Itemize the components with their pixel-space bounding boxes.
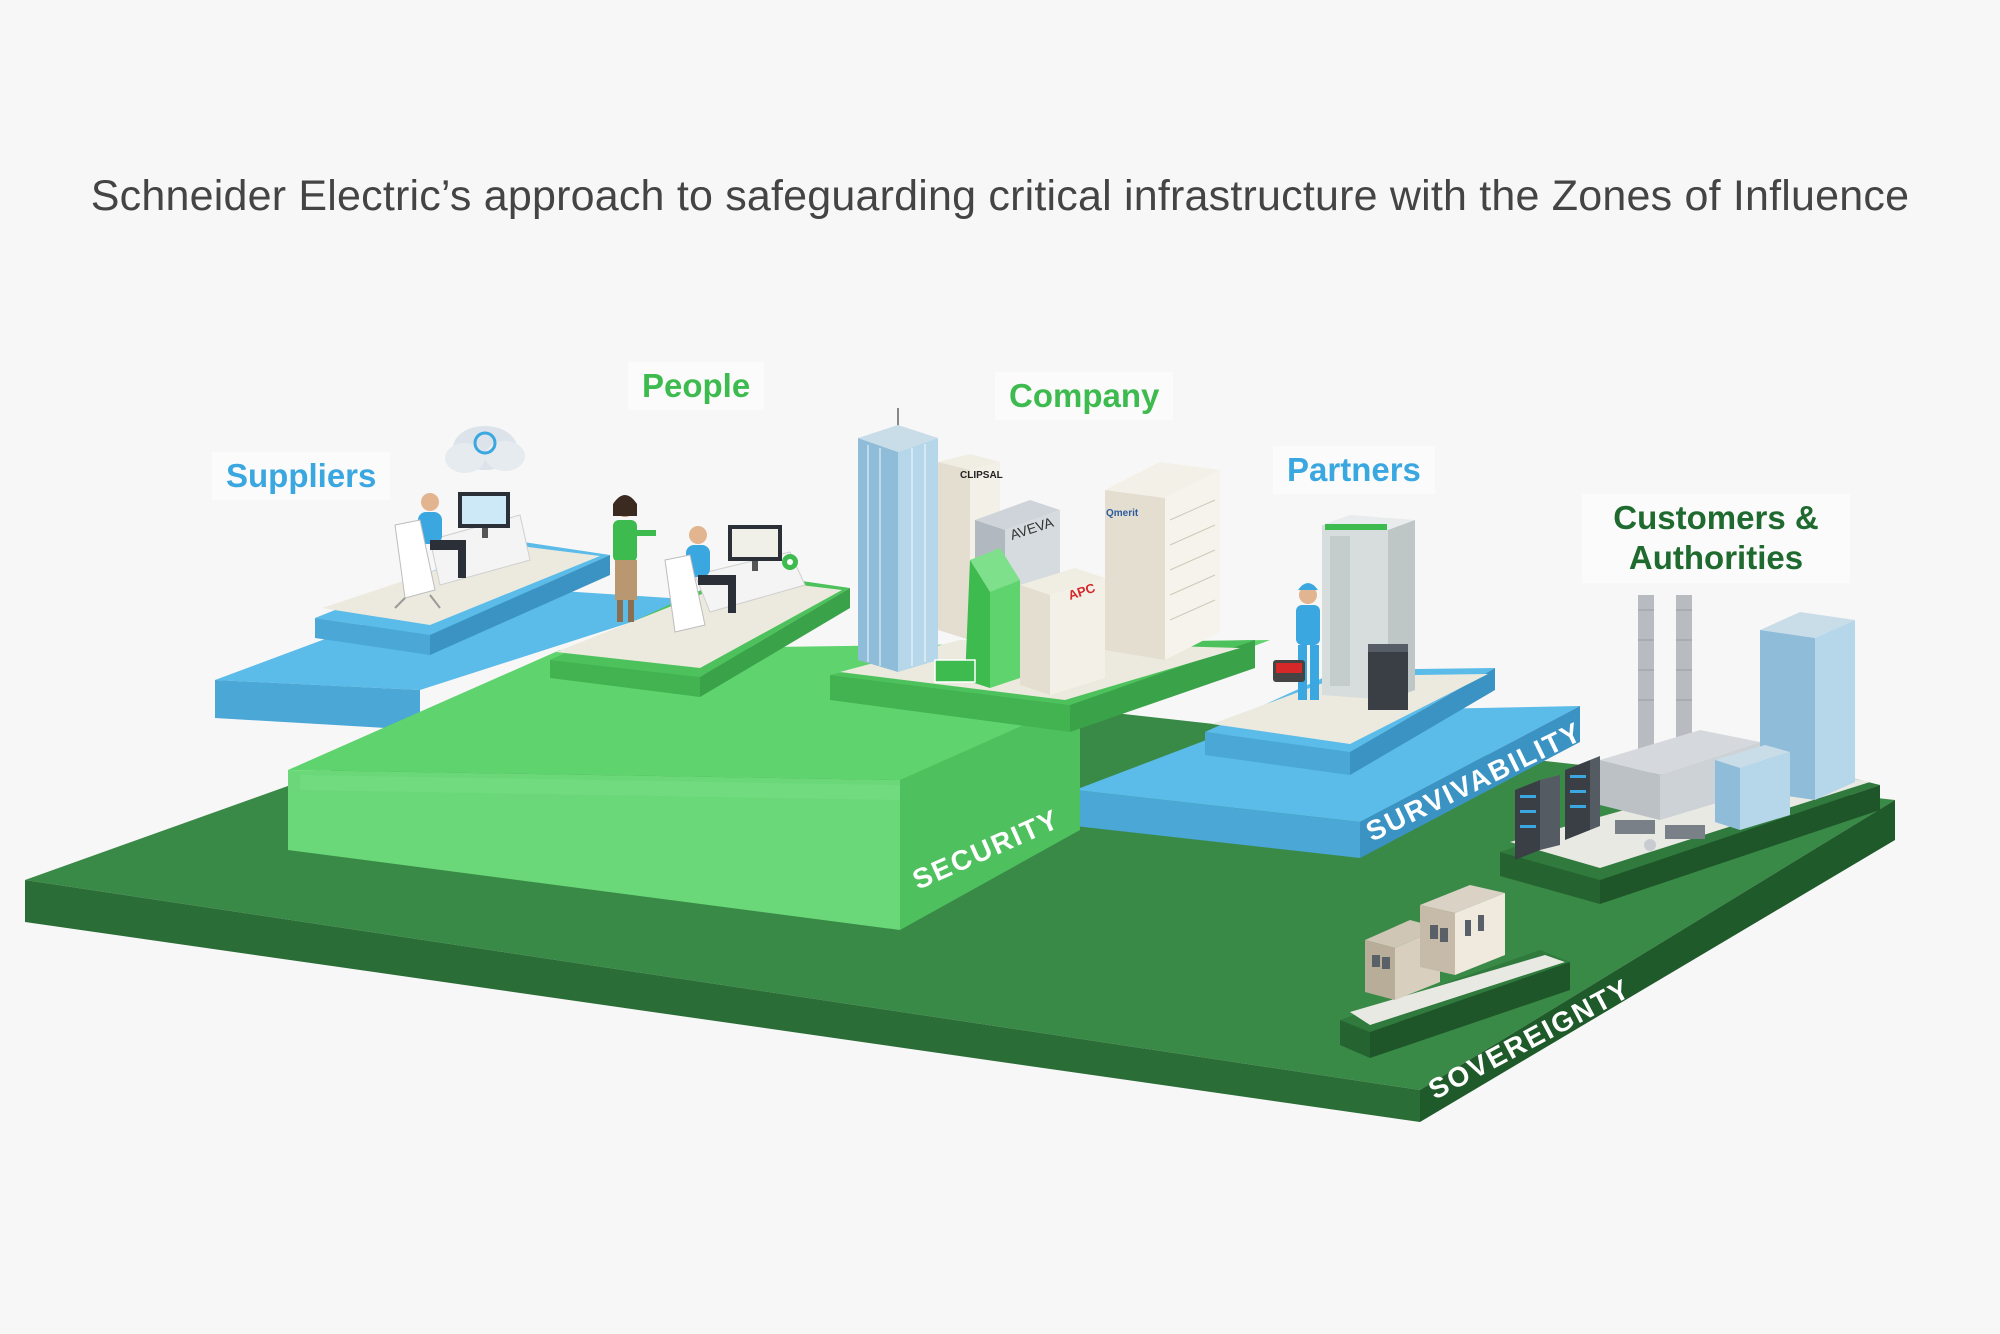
cloud-sync-icon <box>445 426 525 473</box>
apc-building: APC <box>1020 568 1105 695</box>
zone-label-customers-line1: Customers & <box>1613 499 1819 536</box>
company-scene: CLIPSAL AVEVA APC Qmerit <box>858 408 1220 695</box>
ups-unit <box>1368 644 1408 710</box>
glass-tower <box>858 408 938 672</box>
zone-label-customers-line2: Authorities <box>1628 539 1804 577</box>
suppliers-scene <box>394 426 531 609</box>
clipsal-logo: CLIPSAL <box>960 470 1003 481</box>
gear-icon <box>782 554 798 570</box>
standing-woman <box>613 495 656 622</box>
office-tower <box>1715 612 1855 830</box>
qmerit-building: Qmerit <box>1105 462 1220 660</box>
customers-scene <box>1515 595 1855 860</box>
people-scene <box>613 495 806 633</box>
zone-label-company: Company <box>995 372 1174 421</box>
zone-label-suppliers: Suppliers <box>212 452 391 501</box>
houses-platform <box>1340 950 1570 1058</box>
partners-platform <box>1205 668 1495 775</box>
server-racks <box>1515 756 1600 860</box>
zone-label-people: People <box>628 362 765 411</box>
page-title: Schneider Electric’s approach to safegua… <box>90 172 1910 220</box>
green-tower <box>934 548 1020 688</box>
zone-label-customers: Customers & Authorities <box>1582 494 1850 583</box>
zone-label-partners: Partners <box>1273 446 1435 495</box>
monitor-icon <box>458 492 510 538</box>
monitor-icon <box>728 525 782 571</box>
factory-robots <box>1615 820 1705 851</box>
technician <box>1273 583 1320 700</box>
qmerit-logo: Qmerit <box>1106 508 1139 519</box>
partners-scene <box>1273 515 1415 710</box>
smoke-stacks <box>1638 595 1692 755</box>
suppliers-platform <box>315 540 610 655</box>
supplier-person <box>418 493 466 578</box>
houses <box>1365 885 1505 1000</box>
